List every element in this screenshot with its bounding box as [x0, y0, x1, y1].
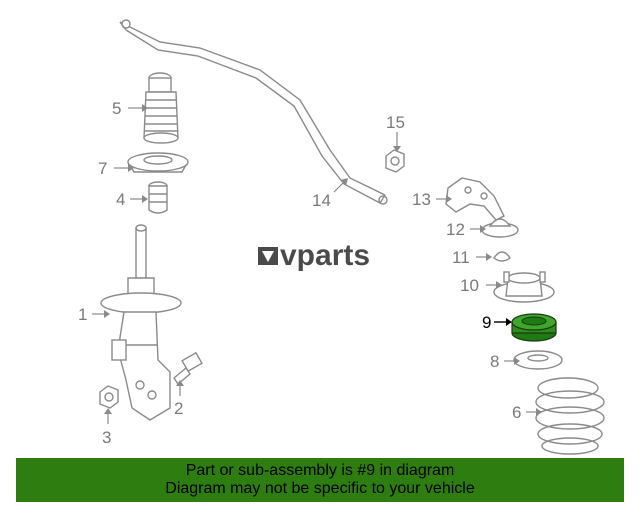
vparts-logo: vparts	[258, 239, 370, 272]
bump-stop	[148, 181, 168, 214]
callout-12: 12	[446, 220, 465, 239]
spring-seat	[127, 152, 189, 173]
callout-5: 5	[112, 99, 121, 118]
callout-9[interactable]: 9	[482, 313, 491, 332]
banner-line-1: Part or sub-assembly is #9 in diagram	[185, 462, 455, 479]
nut	[99, 385, 119, 409]
callout-14: 14	[312, 191, 331, 210]
strut-assembly	[100, 224, 182, 421]
banner-line-2: Diagram may not be specific to your vehi…	[165, 480, 475, 497]
strut-mount	[493, 271, 555, 303]
callout-2: 2	[174, 399, 183, 418]
logo-text: vparts	[280, 239, 370, 272]
info-banner: Part or sub-assembly is #9 in diagram Di…	[16, 458, 624, 502]
spring-insulator	[513, 350, 563, 370]
coil-spring	[535, 377, 605, 455]
upper-mount	[481, 218, 519, 238]
callout-7: 7	[98, 159, 107, 178]
boot	[143, 72, 179, 144]
callout-8: 8	[490, 352, 499, 371]
callout-1: 1	[78, 305, 87, 324]
callout-leaders	[92, 104, 542, 424]
bolt	[173, 351, 203, 386]
callout-11: 11	[452, 248, 470, 267]
callout-13: 13	[412, 190, 431, 209]
callout-6: 6	[512, 403, 521, 422]
callout-15: 15	[386, 113, 405, 132]
callout-labels: 5 7 4 1 2 3 15 14 13 12 11 10 9 8 6	[78, 99, 521, 447]
stabilizer-bar	[119, 19, 388, 205]
bracket	[445, 177, 505, 221]
top-nut	[385, 149, 405, 173]
callout-4: 4	[116, 190, 125, 209]
mount-bearing-highlighted[interactable]	[511, 313, 557, 342]
callout-3: 3	[102, 428, 111, 447]
dust-cap	[493, 251, 511, 262]
callout-10: 10	[460, 276, 479, 295]
